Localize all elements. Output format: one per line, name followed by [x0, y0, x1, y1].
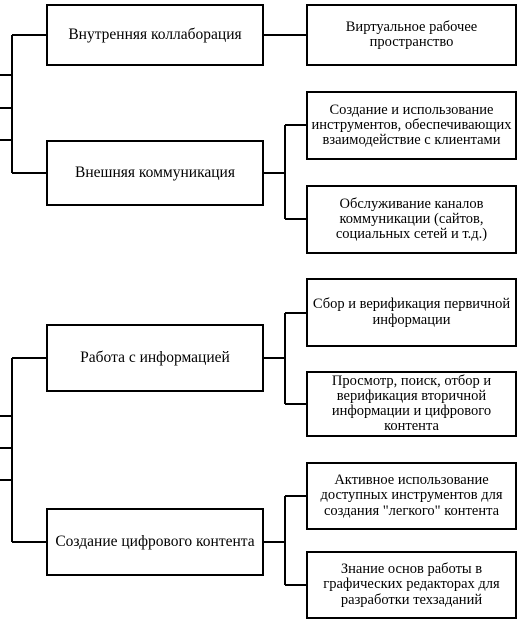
- node-label: Внутренняя коллаборация: [68, 25, 242, 43]
- node-label: Сбор и верификация первичной информации: [312, 296, 511, 328]
- node-label: Создание и использование инструментов, о…: [311, 101, 512, 149]
- node-digital-content-creation: Создание цифрового контента: [46, 508, 264, 576]
- node-label: Работа с информацией: [80, 348, 230, 366]
- node-label: Активное использование доступных инструм…: [320, 472, 503, 519]
- node-label: Обслуживание каналов коммуникации (сайто…: [335, 195, 488, 243]
- node-light-content-tools: Активное использование доступных инструм…: [306, 462, 517, 530]
- node-information-work: Работа с информацией: [46, 324, 264, 392]
- node-primary-info: Сбор и верификация первичной информации: [306, 278, 517, 347]
- node-label: Создание цифрового контента: [55, 532, 255, 550]
- node-communication-channels: Обслуживание каналов коммуникации (сайто…: [306, 185, 517, 254]
- node-virtual-workspace: Виртуальное рабочее пространство: [306, 4, 517, 66]
- node-client-tools: Создание и использование инструментов, о…: [306, 91, 517, 160]
- node-internal-collaboration: Внутренняя коллаборация: [46, 4, 264, 66]
- node-label: Знание основ работы в графических редакт…: [323, 561, 500, 608]
- node-label: Виртуальное рабочее пространство: [345, 18, 478, 50]
- node-label: Просмотр, поиск, отбор и верификация вто…: [331, 372, 492, 435]
- node-external-communication: Внешняя коммуникация: [46, 140, 264, 206]
- node-graphic-editors: Знание основ работы в графических редакт…: [306, 551, 517, 619]
- node-label: Внешняя коммуникация: [75, 163, 235, 181]
- node-secondary-info: Просмотр, поиск, отбор и верификация вто…: [306, 371, 517, 437]
